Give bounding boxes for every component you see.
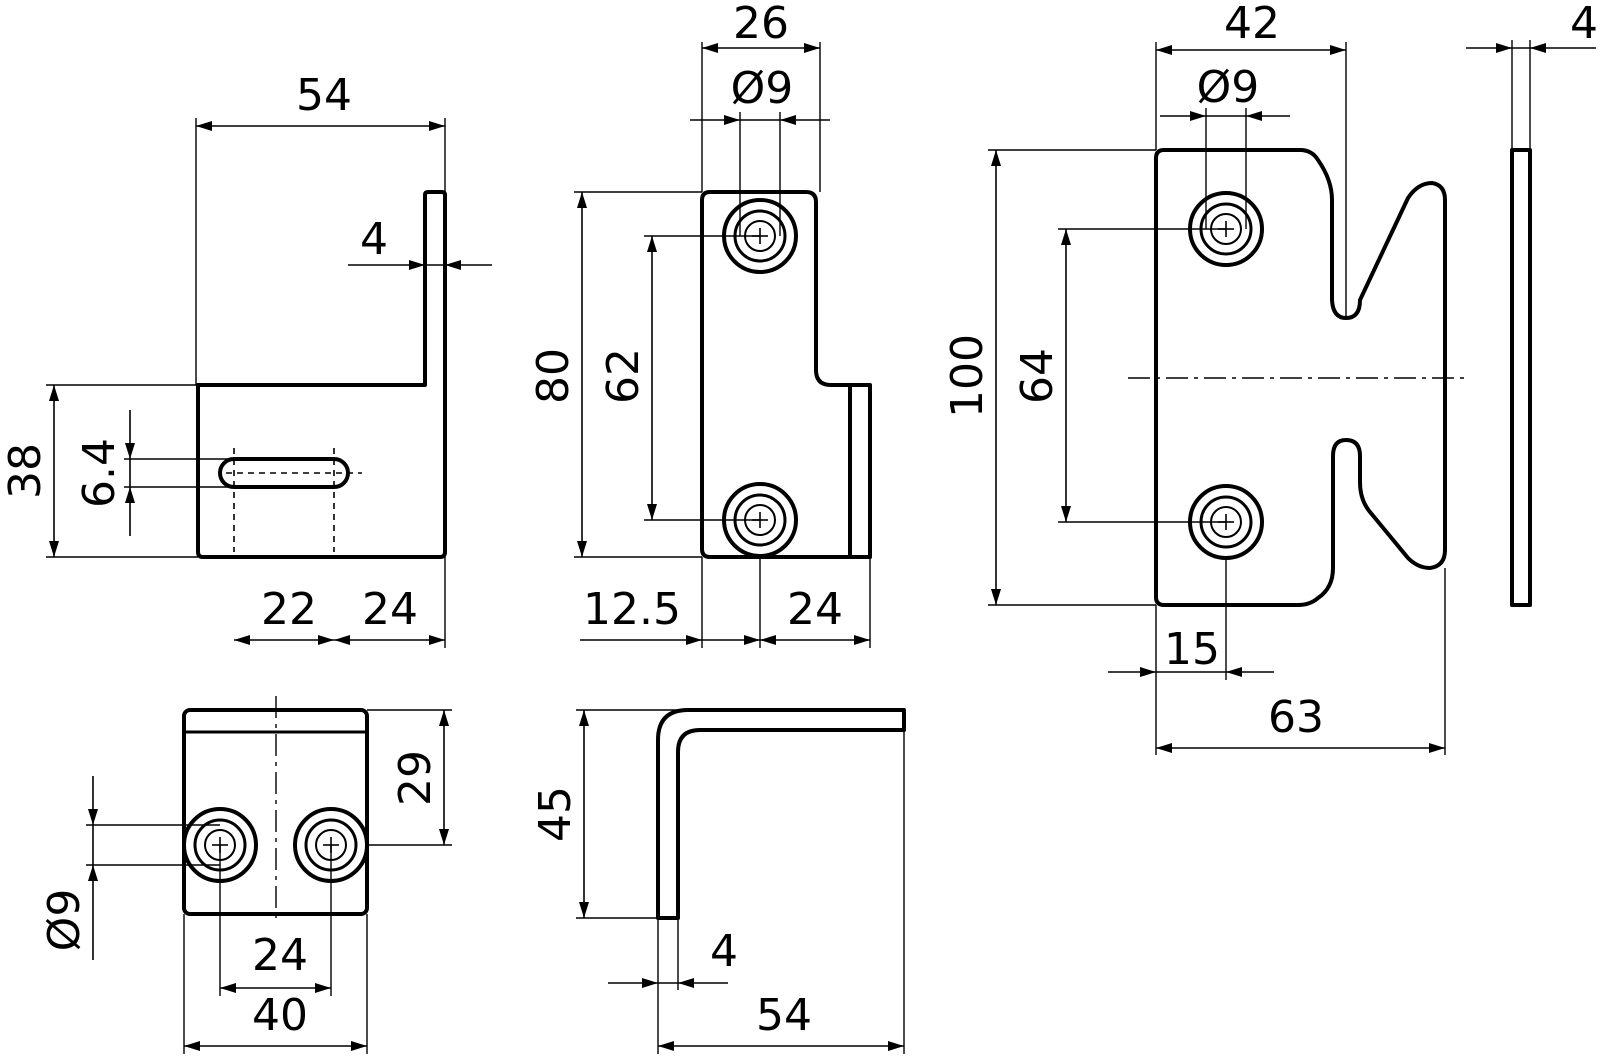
dim-hole-pitch: 64 — [1012, 348, 1063, 404]
middle-front-view: 26 Ø9 80 62 12.5 24 — [528, 0, 872, 648]
dim-height: 45 — [530, 786, 581, 842]
dim-total-width: 63 — [1268, 692, 1324, 743]
dim-edge-to-hole: 12.5 — [583, 584, 681, 635]
dim-height: 100 — [942, 334, 993, 418]
dim-width: 40 — [252, 990, 308, 1041]
dim-hole-dia: Ø9 — [39, 889, 90, 952]
dim-hole-from-edge: 15 — [1164, 624, 1220, 675]
dim-height: 38 — [0, 443, 51, 499]
dim-hole-to-edge: 24 — [787, 584, 843, 635]
dim-slot-length: 22 — [261, 584, 317, 635]
dim-width-top: 42 — [1224, 0, 1280, 49]
dim-thickness: 4 — [710, 926, 738, 977]
bottom-plan-view: 29 Ø9 24 40 — [39, 696, 452, 1054]
bottom-side-view: 45 4 54 — [530, 708, 906, 1054]
plate-edge-profile — [1510, 148, 1532, 607]
dim-hole-pitch: 62 — [598, 348, 649, 404]
dim-width-top: 26 — [733, 0, 789, 49]
dim-hole-pitch: 24 — [252, 930, 308, 981]
dim-height: 80 — [528, 348, 579, 404]
dim-slot-offset: 24 — [362, 584, 418, 635]
dim-depth: 29 — [390, 750, 441, 806]
left-side-view: 54 4 38 6.4 22 24 — [0, 70, 492, 648]
dim-hole-dia: Ø9 — [1197, 62, 1260, 113]
hook-plate-outline — [1154, 148, 1447, 607]
dim-width-total: 54 — [296, 70, 352, 121]
l-profile-outline — [656, 708, 906, 920]
dim-thickness: 4 — [1570, 0, 1598, 49]
angle-bracket-outline — [196, 190, 447, 559]
dim-hole-dia: Ø9 — [731, 63, 794, 114]
dim-length: 54 — [756, 990, 812, 1041]
dim-slot-width: 6.4 — [74, 438, 125, 508]
plate-outline — [700, 190, 872, 559]
dim-thickness: 4 — [360, 214, 388, 265]
right-front-view: 42 Ø9 100 64 15 63 — [942, 0, 1598, 755]
